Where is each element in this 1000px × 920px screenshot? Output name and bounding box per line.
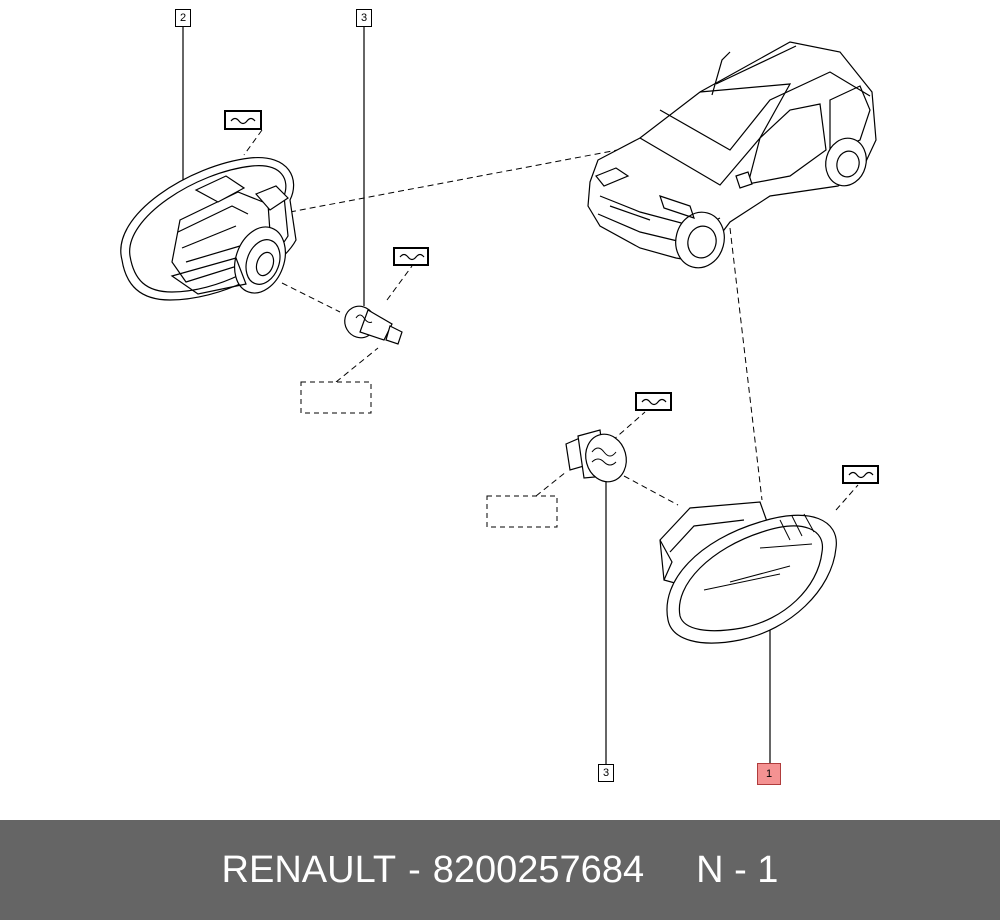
position-code: N - 1 <box>696 848 779 891</box>
bulb-lower <box>566 430 632 487</box>
bulb-upper <box>339 301 402 344</box>
brand-name: RENAULT <box>221 848 397 891</box>
label-tags <box>225 111 878 483</box>
leader-lines <box>183 26 770 764</box>
callout-1-highlighted: 1 <box>757 763 781 785</box>
label-tag-bulb-lower <box>636 393 671 410</box>
lamp-housing-rear-view <box>121 158 296 301</box>
side-repeater-lamp <box>660 502 836 643</box>
dashed-box-upper <box>301 382 371 413</box>
vehicle-illustration <box>588 42 876 273</box>
separator: - <box>408 848 421 891</box>
callout-3-bottom: 3 <box>598 764 614 782</box>
label-tag-top <box>225 111 261 129</box>
assembly-dashed-lines <box>244 130 858 510</box>
dashed-box-lower <box>487 496 557 527</box>
callout-2: 2 <box>175 9 191 27</box>
dashed-reference-boxes <box>301 382 557 527</box>
part-info-footer: RENAULT - 8200257684 N - 1 <box>0 820 1000 920</box>
label-tag-lamp <box>843 466 878 483</box>
part-number: 8200257684 <box>432 848 645 891</box>
callout-3-top: 3 <box>356 9 372 27</box>
label-tag-bulb-upper <box>394 248 428 265</box>
parts-diagram <box>0 0 1000 820</box>
